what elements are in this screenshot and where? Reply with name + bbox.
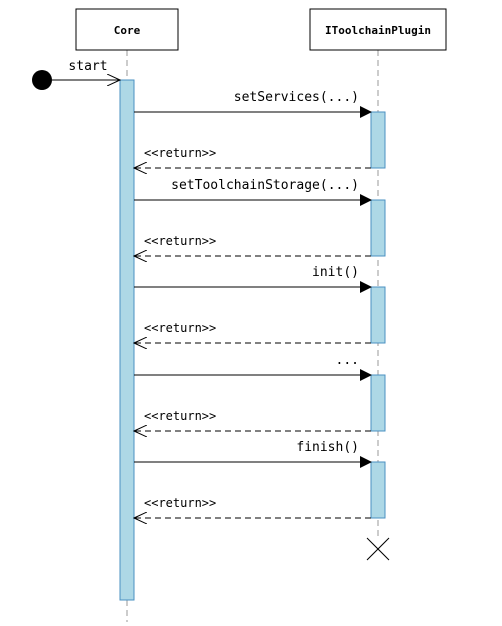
return-label: <<return>> <box>144 146 216 160</box>
return-label: <<return>> <box>144 409 216 423</box>
start-label: start <box>68 59 107 74</box>
plugin-activation-bar <box>370 461 386 519</box>
start-node <box>32 70 52 90</box>
call-label: setServices(...) <box>234 90 359 105</box>
plugin-destroy-marker <box>366 537 390 561</box>
call-label: init() <box>312 265 359 280</box>
return-label: <<return>> <box>144 234 216 248</box>
call-label: setToolchainStorage(...) <box>171 178 359 193</box>
call-label: finish() <box>296 440 359 455</box>
messages: setServices(...) <<return>> setToolchainSt… <box>134 90 386 519</box>
participant-core-label: Core <box>114 24 141 37</box>
plugin-activation-bar <box>370 111 386 169</box>
participant-plugin-label: IToolchainPlugin <box>325 24 431 37</box>
plugin-activation-bar <box>370 199 386 257</box>
plugin-activation-bar <box>370 286 386 344</box>
return-label: <<return>> <box>144 321 216 335</box>
core-activation-bar <box>119 79 135 601</box>
return-label: <<return>> <box>144 496 216 510</box>
plugin-activation-bar <box>370 374 386 432</box>
participant-plugin: IToolchainPlugin <box>309 8 447 51</box>
call-label: ... <box>336 353 359 368</box>
participant-core: Core <box>75 8 179 51</box>
